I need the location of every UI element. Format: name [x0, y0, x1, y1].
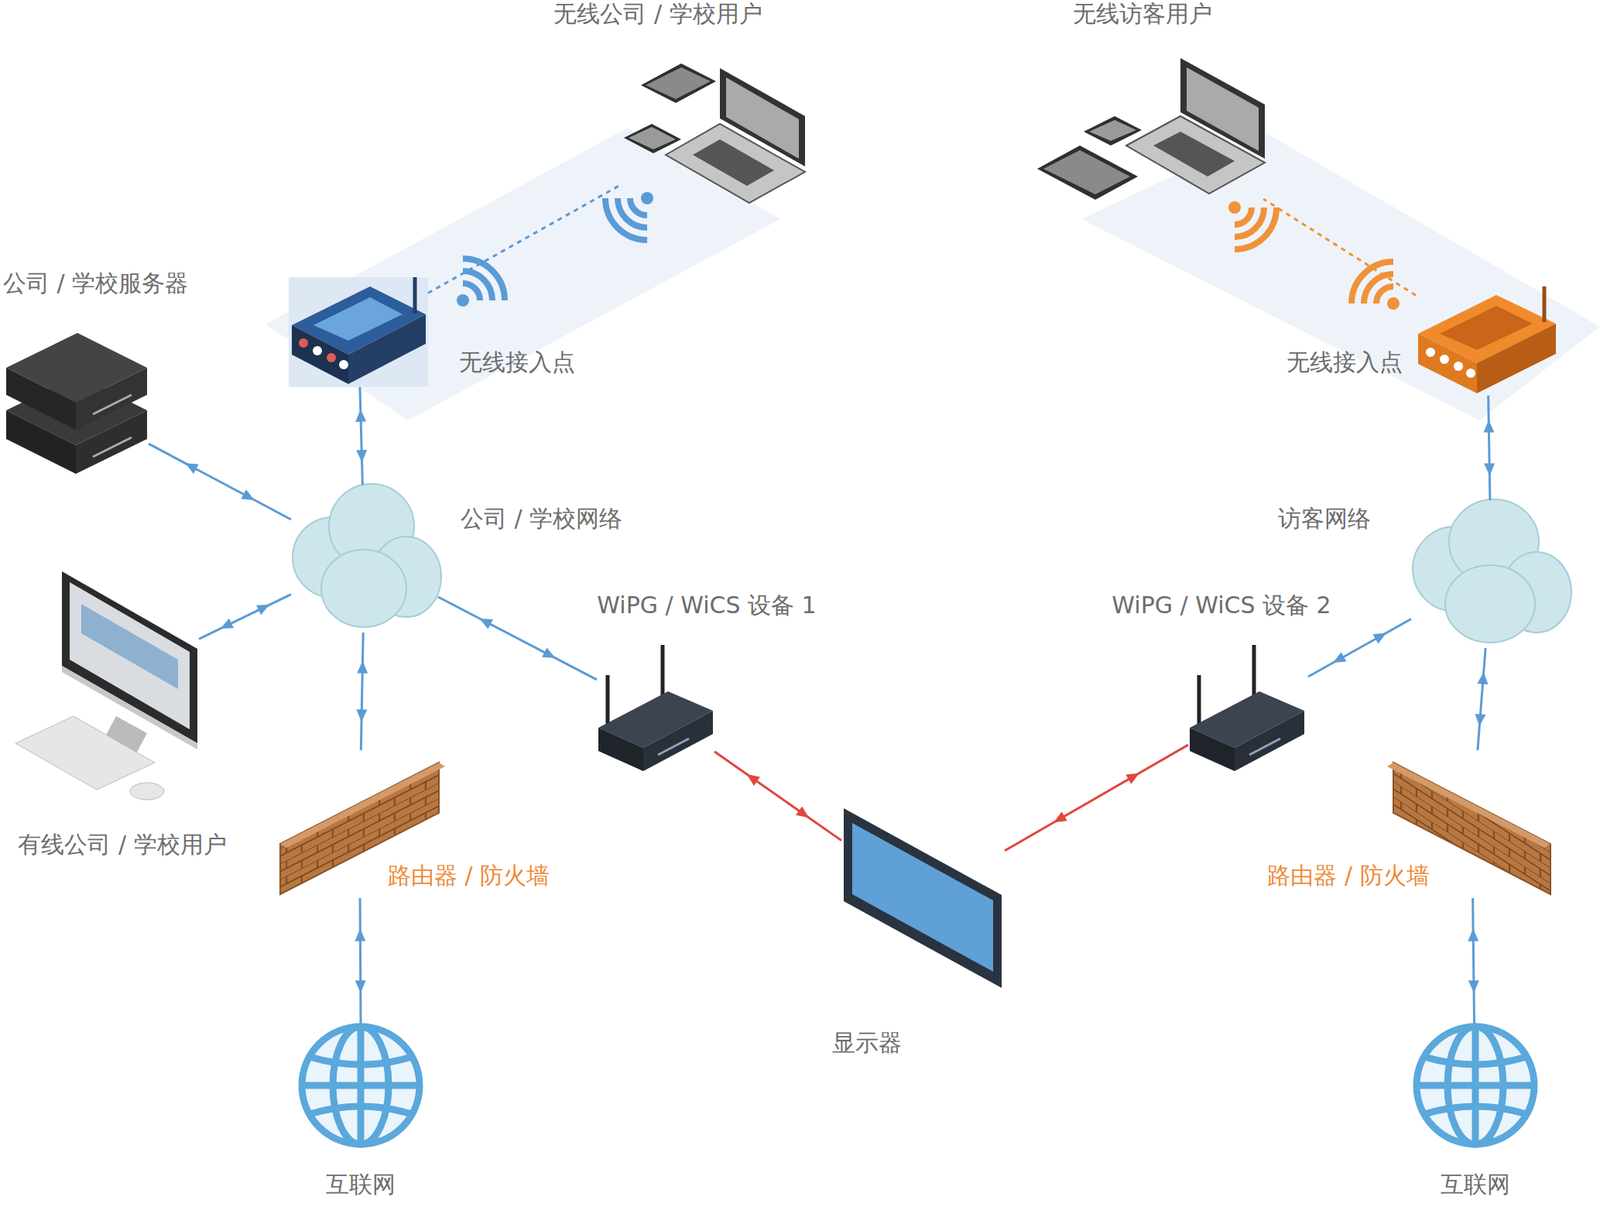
arrowhead [479, 618, 494, 630]
icon-node: 互联网 [1412, 1023, 1538, 1148]
arrowhead [1477, 671, 1489, 685]
network-link [148, 443, 292, 520]
icon-node: 无线公司 / 学校用户 [622, 55, 806, 209]
node-label: 互联网 [325, 1170, 396, 1199]
arrowhead [1483, 420, 1494, 433]
icon-node: 路由器 / 防火墙 [1392, 750, 1552, 898]
display-icon [843, 808, 1002, 988]
icon-node: 公司 / 学校服务器 [3, 336, 149, 474]
globe-icon [1416, 1026, 1535, 1145]
arrowhead [256, 604, 270, 615]
network-link [356, 632, 368, 751]
arrowhead [1053, 811, 1067, 823]
globe-icon [301, 1026, 420, 1145]
server-icon [6, 332, 148, 474]
network-link [1467, 897, 1480, 1024]
wireless-link [428, 184, 623, 294]
arrowhead [355, 979, 367, 993]
network-link [354, 897, 366, 1024]
icon-node: 访客网络 [1411, 500, 1572, 648]
wipg-device [1189, 644, 1305, 771]
cloud-icon [292, 483, 442, 627]
wifi-symbols [456, 191, 1400, 310]
node-label: 有线公司 / 学校用户 [17, 830, 227, 859]
arrowhead [1332, 651, 1347, 663]
icon-node: 有线公司 / 学校用户 [15, 571, 199, 796]
arrowhead [355, 409, 367, 422]
arrowhead [1373, 632, 1387, 644]
node-label: 互联网 [1440, 1170, 1511, 1199]
node-label: 显示器 [832, 1028, 902, 1057]
arrowhead [185, 462, 199, 474]
arrowhead [1125, 773, 1139, 785]
arrowhead [356, 661, 368, 674]
arrowhead [354, 928, 366, 942]
arrowhead [356, 709, 367, 722]
node-label: WiPG / WiCS 设备 1 [596, 591, 816, 620]
icon-node: 公司 / 学校网络 [291, 484, 439, 633]
node-label: 无线接入点 [1286, 348, 1403, 377]
arrowhead [1468, 979, 1480, 993]
network-link [355, 387, 367, 485]
desktop-icon [15, 571, 198, 800]
arrowhead [1467, 928, 1479, 942]
wireless-link [1263, 198, 1416, 295]
node-label: 访客网络 [1277, 504, 1371, 533]
icon-node: 互联网 [298, 1023, 424, 1148]
wireless-zone [1081, 132, 1600, 421]
network-link [1483, 395, 1495, 501]
mobile-devices [623, 63, 806, 203]
access-point [1418, 286, 1556, 394]
node-label: 公司 / 学校网络 [460, 504, 623, 533]
network-link [1004, 744, 1189, 851]
arrowhead [240, 489, 254, 501]
node-label: 路由器 / 防火墙 [387, 861, 550, 890]
mobile-devices [1037, 58, 1265, 200]
icon-node: 无线接入点 [1415, 285, 1559, 396]
icon-node: 路由器 / 防火墙 [280, 750, 439, 898]
arrowhead [356, 449, 367, 463]
arrowhead [541, 647, 556, 658]
arrowhead [1475, 713, 1487, 727]
arrowhead [1483, 462, 1495, 476]
node-label: 无线公司 / 学校用户 [553, 0, 762, 28]
node-label: 无线接入点 [459, 348, 576, 377]
icon-node: WiPG / WiCS 设备 1 [596, 644, 715, 776]
network-link [714, 751, 842, 841]
icon-node: 显示器 [841, 805, 1005, 990]
node-label: WiPG / WiCS 设备 2 [1111, 591, 1331, 620]
node-label: 路由器 / 防火墙 [1267, 861, 1429, 890]
icon-node: 无线访客用户 [1035, 55, 1265, 199]
network-link [1308, 619, 1412, 678]
network-link [198, 594, 292, 640]
node-label: 无线访客用户 [1072, 0, 1213, 28]
icon-node: 无线接入点 [288, 277, 429, 388]
network-link [438, 596, 597, 680]
arrowhead [220, 618, 234, 629]
access-point [288, 277, 429, 388]
cloud-icon [1412, 499, 1572, 643]
arrowhead [795, 805, 809, 818]
arrowhead [746, 774, 761, 786]
wipg-device [598, 644, 713, 771]
icon-node: WiPG / WiCS 设备 2 [1188, 644, 1309, 776]
node-label: 公司 / 学校服务器 [3, 269, 189, 298]
network-link [1475, 647, 1489, 751]
